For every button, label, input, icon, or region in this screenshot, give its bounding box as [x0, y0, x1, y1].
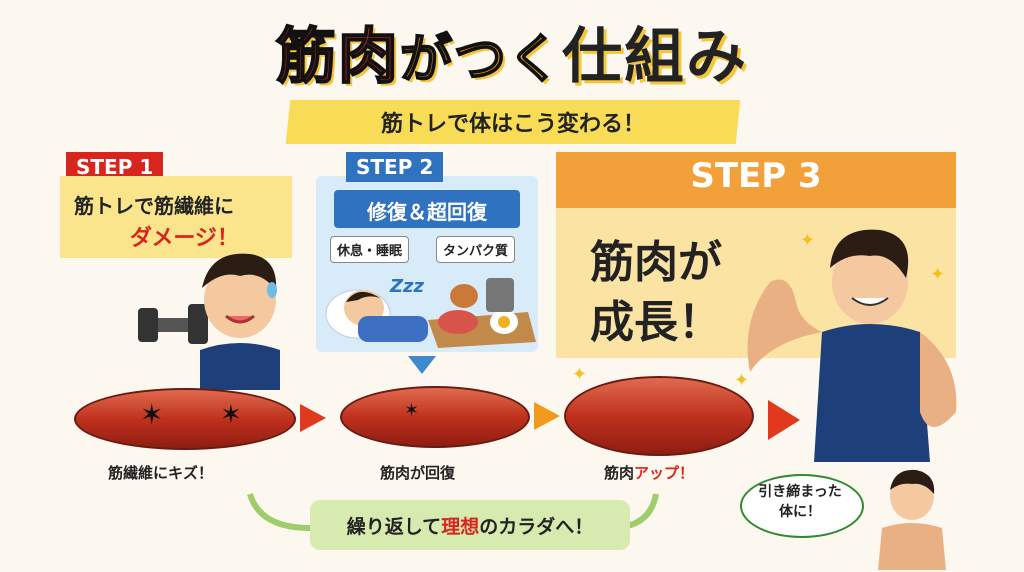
step3-caption-red: アップ！: [634, 464, 695, 482]
step3-head: [556, 152, 956, 208]
recovering-muscle: [340, 386, 530, 448]
page-title: 筋肉がつく仕組み: [0, 8, 1024, 95]
subtitle: 筋トレで体はこう変わる！: [380, 112, 645, 137]
grown-muscle: [564, 376, 754, 456]
sparkle-icon: ✦: [734, 370, 750, 391]
sparkle-icon: ✦: [800, 230, 816, 251]
speech-bubble: [740, 474, 864, 538]
bottom-band: [310, 500, 630, 550]
step3-tag: STEP 3: [690, 156, 822, 196]
crack-icon: ✶: [220, 400, 242, 430]
crack-icon: ✶: [404, 400, 420, 421]
step1-line1: 筋トレで筋繊維に: [74, 194, 234, 218]
step2-pill-rest: 休息・睡眠: [330, 236, 410, 263]
damaged-muscle: [74, 388, 296, 450]
zzz-label: Zzz: [390, 276, 425, 297]
small-man-illustration: [878, 469, 946, 570]
title-part2: がつく: [399, 29, 562, 91]
bubble-line2: 体に！: [779, 504, 821, 520]
arrow-right-icon: [534, 402, 560, 430]
step2-title-bar: [334, 190, 520, 228]
step2-caption: 筋肉が回復: [380, 464, 456, 482]
athlete-dumbbell-illustration: [138, 253, 280, 390]
arrow-right-icon: [300, 404, 326, 432]
title-part1: 筋肉: [275, 21, 400, 93]
bottom-message: 繰り返して理想のカラダへ！: [310, 512, 630, 539]
step3-line1: 筋肉が: [590, 237, 722, 288]
bottom-end: へ！: [555, 516, 594, 538]
step1-line2: ダメージ！: [130, 226, 239, 251]
bottom-pre: 繰り返して: [346, 516, 442, 538]
bubble-line1: 引き締まった: [758, 484, 842, 500]
sparkle-icon: ✦: [572, 364, 588, 385]
arrow-right-icon: [768, 400, 800, 440]
crack-icon: ✶: [140, 398, 164, 431]
step3-line2: 成長！: [590, 297, 722, 348]
title-part3: 仕組み: [562, 22, 748, 92]
step1-box: 筋トレで筋繊維に ダメージ！: [60, 176, 292, 258]
step3-caption: 筋肉アップ！: [604, 462, 694, 483]
sleep-and-food-illustration: [325, 278, 536, 348]
muscular-man-illustration: [747, 229, 957, 462]
arrow-down-icon: [408, 356, 436, 374]
step2-title: 修復＆超回復: [367, 200, 487, 224]
step2-tag: STEP 2: [346, 152, 444, 182]
step2-pill-protein: タンパク質: [436, 236, 516, 263]
bottom-red: 理想: [441, 516, 480, 538]
sparkle-icon: ✦: [930, 264, 946, 285]
bottom-mid: のカラダ: [479, 516, 556, 538]
step3-caption-pre: 筋肉: [604, 464, 635, 482]
step1-caption: 筋繊維にキズ！: [108, 464, 214, 482]
speech-bubble-text: 引き締まった 体に！: [740, 482, 860, 522]
